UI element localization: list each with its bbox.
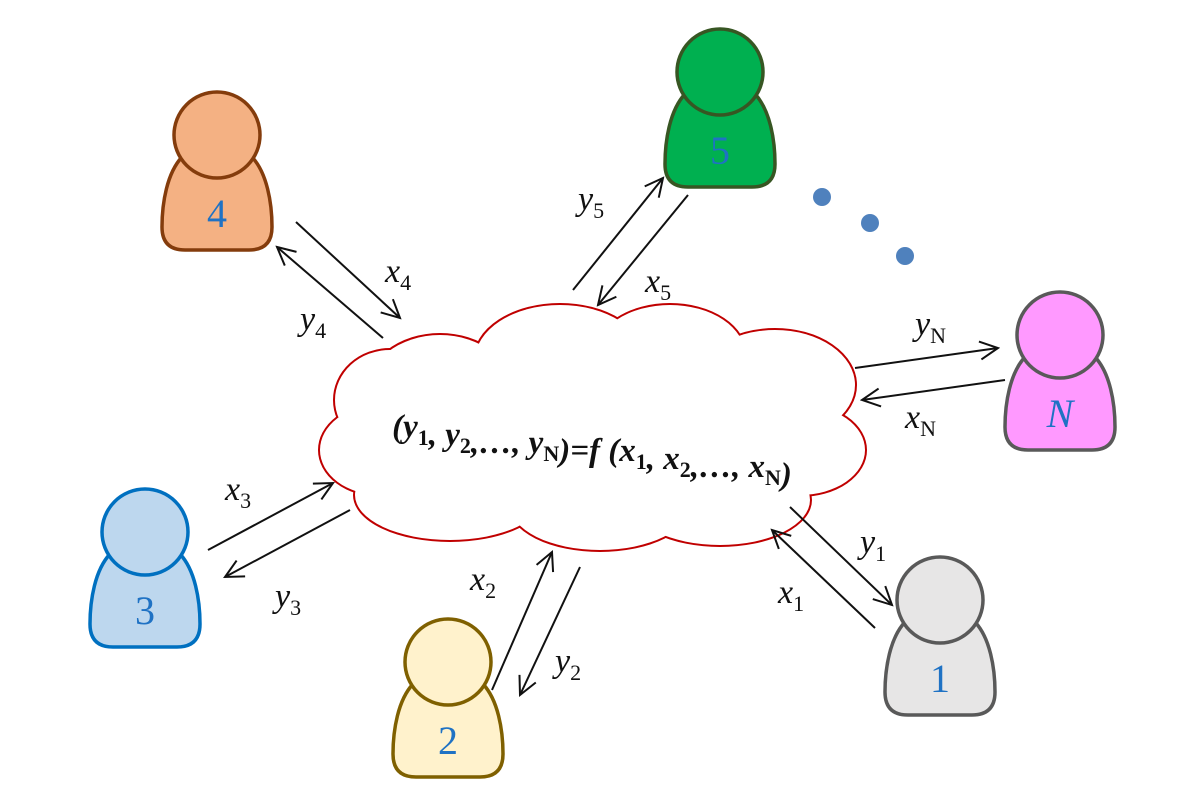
formula-subscript: 2 <box>680 457 691 482</box>
arrow-x-4 <box>295 221 400 318</box>
participant-N: N <box>1003 290 1117 452</box>
participant-4: 4 <box>160 90 274 252</box>
arrow-y-4 <box>277 247 384 339</box>
arrow-y-N <box>854 348 998 369</box>
person-head-icon <box>895 555 985 645</box>
arrow-label-x-1: x1 <box>777 574 804 616</box>
formula-subscript: N <box>543 441 559 466</box>
person-body-icon <box>88 552 202 649</box>
arrow-x-2 <box>491 552 552 691</box>
arrow-label-y-4: y4 <box>297 301 326 343</box>
arrow-y-3 <box>225 509 351 577</box>
arrow-label-y-N: yN <box>912 306 946 348</box>
formula-part: )=f (x <box>556 433 636 469</box>
participant-label: 5 <box>710 128 730 173</box>
participant-label: 2 <box>438 718 458 763</box>
formula-part: ,…, x <box>690 449 765 485</box>
arrow-label-x-N: xN <box>904 399 936 441</box>
formula-part: , y <box>428 417 461 453</box>
computation-cloud <box>318 303 867 552</box>
ellipsis-dot <box>813 188 831 206</box>
participant-label: N <box>1046 391 1076 436</box>
formula-part: ) <box>778 457 792 493</box>
participant-3: 3 <box>88 487 202 649</box>
person-body-icon <box>663 92 777 189</box>
arrow-x-N <box>862 379 1006 400</box>
ellipsis-dot <box>861 214 879 232</box>
arrow-label-x-3: x3 <box>224 471 251 513</box>
function-formula: (y1, y2,…, yN)=f (x1, x2,…, xN) <box>392 409 792 493</box>
arrow-x-5 <box>598 194 689 305</box>
arrow-label-y-5: y5 <box>575 181 604 223</box>
person-head-icon <box>403 617 493 707</box>
person-body-icon <box>391 682 505 779</box>
participant-label: 4 <box>207 191 227 236</box>
arrow-y-2 <box>520 566 581 695</box>
arrow-label-y-1: y1 <box>857 524 886 566</box>
person-head-icon <box>100 487 190 577</box>
participant-label: 3 <box>135 588 155 633</box>
arrow-label-x-2: x2 <box>469 561 496 603</box>
arrow-label-y-3: y3 <box>272 578 301 620</box>
participant-5: 5 <box>663 27 777 189</box>
arrow-y-1 <box>789 506 892 605</box>
person-head-icon <box>172 90 262 180</box>
formula-part: (y <box>392 409 418 445</box>
arrow-label-y-2: y2 <box>552 643 581 685</box>
arrow-x-1 <box>772 530 876 629</box>
formula-part: ,…, y <box>470 425 544 461</box>
participant-label: 1 <box>930 656 950 701</box>
ellipsis-dot <box>896 247 914 265</box>
participants: 4 5N 3 2 1 <box>88 27 1117 779</box>
arrow-y-5 <box>572 178 663 291</box>
formula-subscript: 2 <box>460 433 471 458</box>
person-body-icon <box>160 155 274 252</box>
message-arrows: x4 y4 y5 x5 yN xN x3 y3 x2 y2 y1 x1 <box>207 178 1006 695</box>
arrow-label-x-5: x5 <box>644 263 671 305</box>
person-head-icon <box>1015 290 1105 380</box>
ellipsis-dots <box>813 188 914 265</box>
person-head-icon <box>675 27 765 117</box>
formula-subscript: 1 <box>418 425 429 450</box>
participant-2: 2 <box>391 617 505 779</box>
person-body-icon <box>1003 355 1117 452</box>
arrow-x-3 <box>207 483 333 551</box>
person-body-icon <box>883 620 997 717</box>
participant-1: 1 <box>883 555 997 717</box>
arrow-label-x-4: x4 <box>384 253 411 295</box>
formula-part: , x <box>646 441 680 477</box>
formula-subscript: 1 <box>636 449 647 474</box>
formula-subscript: N <box>765 465 781 490</box>
